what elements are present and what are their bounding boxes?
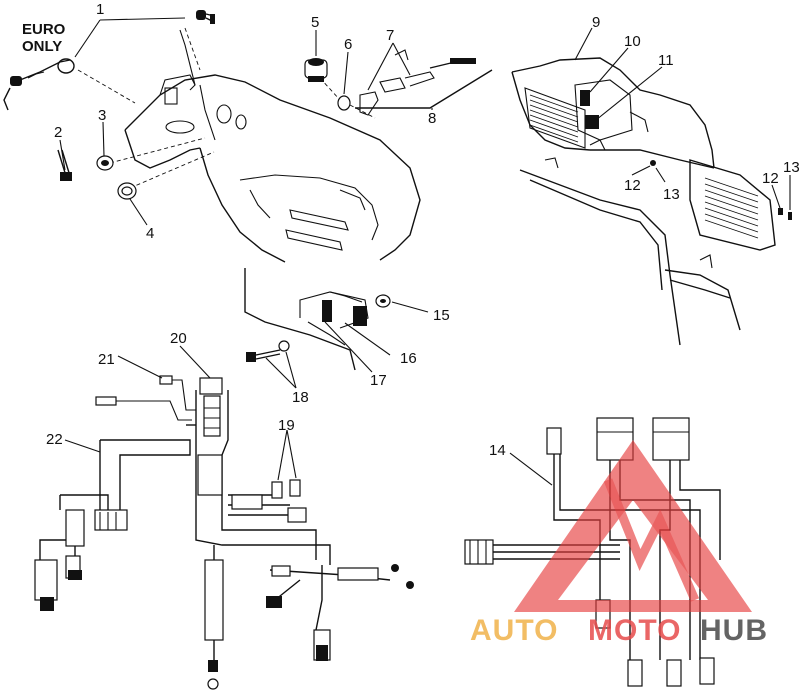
callout-12-a: 12 [624,177,641,194]
callout-11: 11 [658,52,674,69]
body-panel-drawing [511,57,792,346]
callout-15: 15 [433,307,450,324]
callout-19: 19 [278,417,295,434]
watermark-triangle-icon [514,440,752,612]
callout-4: 4 [146,225,154,242]
callout-8: 8 [428,110,436,127]
key-switch-parts [3,10,215,200]
leader-lines [59,17,791,486]
callout-2: 2 [54,124,62,141]
watermark-word-1: AUTO [470,614,558,647]
wiring-harness-drawing [34,375,414,690]
callout-9: 9 [592,14,600,31]
callout-20: 20 [170,330,187,347]
watermark-logo: AUTO MOTO HUB [470,440,768,647]
watermark-word-3: HUB [700,614,768,647]
callout-16: 16 [400,350,417,367]
callout-10: 10 [624,33,641,50]
note-line-1: EURO [22,21,66,38]
callout-17: 17 [370,372,387,389]
callout-labels: EURO ONLY 1 2 3 4 5 6 7 8 9 10 11 12 13 … [22,1,800,459]
regulator-bracket-drawing [244,268,391,371]
switch-parts [304,49,493,116]
dash-panel-drawing [77,27,421,263]
callout-7: 7 [386,27,394,44]
callout-5: 5 [311,14,319,31]
callout-21: 21 [98,351,115,368]
callout-1: 1 [96,1,104,18]
callout-6: 6 [344,36,352,53]
callout-12-b: 12 [762,170,779,187]
callout-13-a: 13 [663,186,680,203]
callout-3: 3 [98,107,106,124]
callout-18: 18 [292,389,309,406]
callout-22: 22 [46,431,63,448]
callout-13-b: 13 [783,159,800,176]
watermark-word-2: MOTO [588,614,681,647]
callout-14: 14 [489,442,506,459]
note-line-2: ONLY [22,38,62,55]
